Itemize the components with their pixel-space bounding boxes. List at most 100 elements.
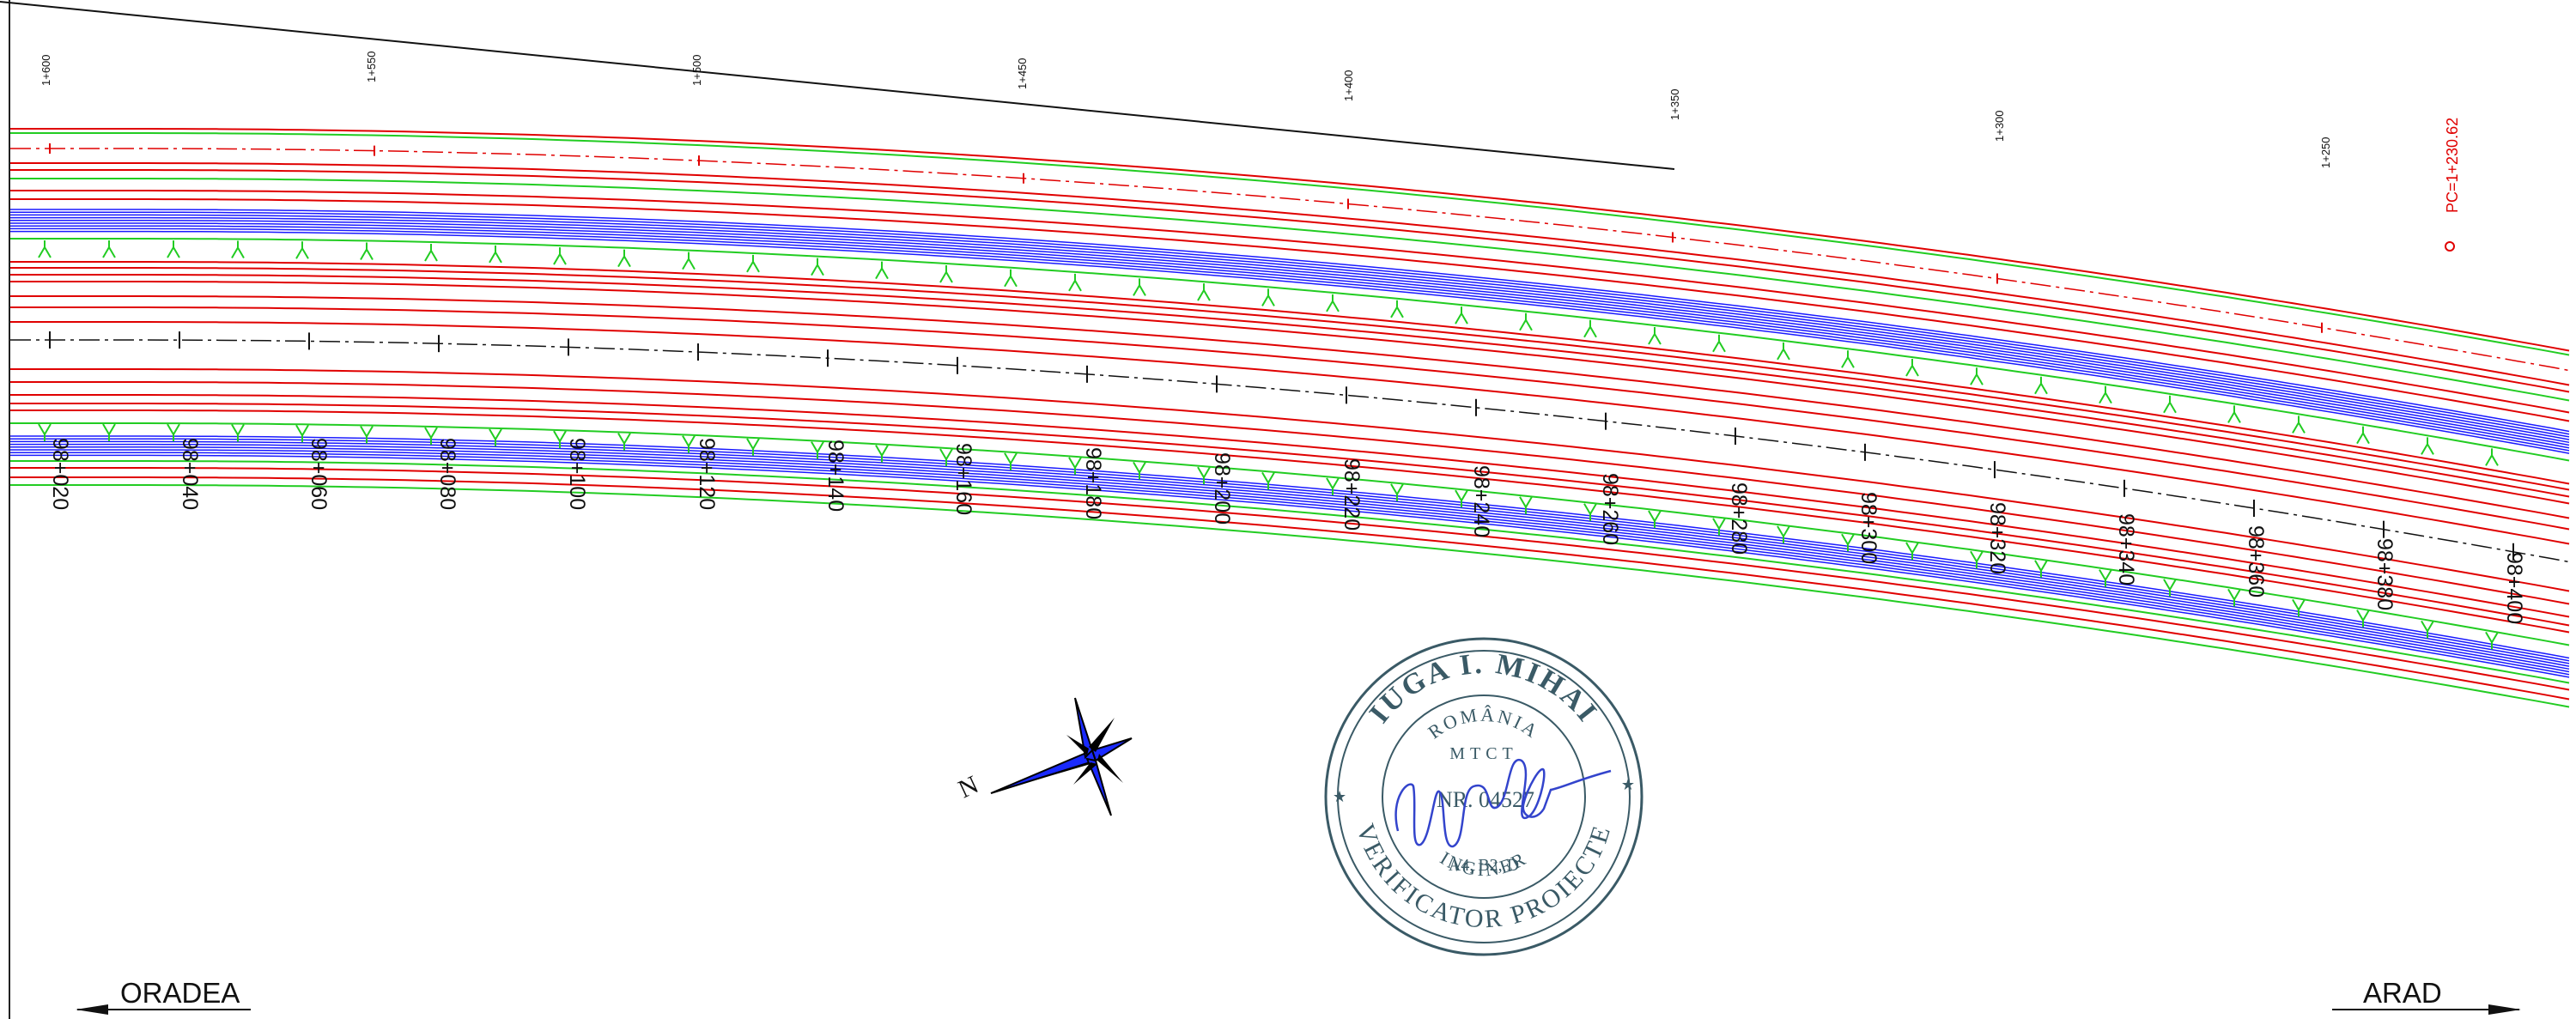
ditch-line	[10, 449, 2570, 673]
pavement-edge-line	[10, 169, 2570, 393]
stamp-star-icon: ★	[1621, 776, 1635, 793]
slope-hachure-icon	[1261, 471, 1275, 490]
station-label-bottom: 98+180	[1081, 447, 1105, 519]
station-label-bottom: 98+200	[1210, 452, 1234, 525]
slope-hachure-icon	[1648, 327, 1662, 345]
station-label-bottom: 98+160	[951, 443, 975, 515]
station-label-bottom: 98+240	[1469, 465, 1493, 537]
slope-hachure-icon	[295, 241, 309, 259]
slope-hachure-icon	[2034, 376, 2048, 395]
stamp-outer-ring	[1324, 637, 1643, 956]
slope-hachure-icon	[1455, 489, 1468, 508]
slope-hachure-icon	[2227, 405, 2241, 423]
pavement-edge-line	[10, 394, 2570, 618]
station-label-bottom: 98+060	[307, 438, 331, 510]
direction-left: ORADEA	[76, 977, 251, 1015]
slope-hachure-icon	[2227, 588, 2241, 607]
direction-right-label: ARAD	[2363, 977, 2442, 1009]
station-label-bottom: 98+080	[435, 438, 459, 510]
slope-hachure-icon	[682, 435, 696, 453]
pavement-edge-line	[10, 381, 2570, 605]
slope-hachure-icon	[2099, 569, 2112, 587]
slope-hachure-icon	[1068, 273, 1082, 292]
station-label-bottom: 98+340	[2114, 513, 2138, 585]
slope-hachure-icon	[939, 265, 953, 283]
direction-left-label: ORADEA	[120, 977, 240, 1009]
slope-hachure-icon	[360, 425, 374, 444]
ditch-line	[10, 440, 2570, 664]
north-arrow-shade-icon	[991, 761, 1096, 793]
slope-hachure-icon	[617, 433, 631, 451]
stamp-country: ROMÂNIA	[1424, 704, 1543, 743]
station-label-bottom: 98+400	[2502, 552, 2526, 624]
slope-hachure-icon	[231, 240, 245, 259]
slope-hachure-icon	[746, 254, 760, 273]
ditch-line	[10, 454, 2570, 678]
slope-hachure-icon	[2485, 448, 2499, 466]
slope-lines	[10, 132, 2570, 708]
pavement-edge-line	[10, 403, 2570, 627]
slope-hachure-icon	[1712, 334, 1726, 353]
pc-marker	[2445, 241, 2455, 252]
arrow-right-head-icon	[2488, 1004, 2521, 1015]
pavement-edge-line	[10, 261, 2570, 485]
slope-hachure-icon	[1519, 312, 1533, 331]
slope-hachure-icon	[1197, 466, 1211, 485]
slope-hachure-icon	[1905, 359, 1919, 377]
engineer-stamp: IUGA I. MIHAI VERIFICATOR PROIECTE ROMÂN…	[1324, 637, 1643, 956]
slope-hachure-icon	[617, 249, 631, 268]
pavement-edge-line	[10, 162, 2570, 386]
station-label-top: 1+550	[365, 51, 378, 82]
direction-right: ARAD	[2332, 977, 2521, 1015]
pavement-edge-line	[10, 306, 2570, 531]
slope-hachure-icon	[1841, 350, 1855, 368]
stamp-ministry: MTCT	[1449, 744, 1518, 763]
slope-line	[10, 422, 2570, 646]
station-label-bottom: 98+140	[823, 440, 848, 512]
stamp-center-ring	[1382, 694, 1586, 899]
ditch-line	[10, 211, 2570, 435]
station-label-top: 1+450	[1016, 58, 1029, 89]
north-arrow-icon	[990, 749, 1097, 794]
slope-hachure-icon	[1841, 533, 1855, 552]
station-label-top: 1+300	[1993, 110, 2006, 142]
slope-hachure-icon	[1261, 288, 1275, 306]
road-axis-lines	[10, 339, 2570, 563]
ditch-line	[10, 446, 2570, 670]
station-label-bottom: 98+320	[1985, 502, 2009, 574]
slope-hachure-icon	[489, 245, 502, 264]
slope-hachure-icon	[1133, 278, 1146, 296]
station-label-top: 1+250	[2319, 136, 2332, 168]
pavement-edge-line	[10, 409, 2570, 634]
pavement-edge-line	[10, 368, 2570, 592]
slope-hachure-icon	[1970, 550, 1984, 569]
slope-hachure-icon	[167, 240, 180, 258]
north-label: N	[954, 770, 983, 804]
road-axis-line	[10, 339, 2570, 563]
slope-line	[10, 238, 2570, 462]
slope-hachure-icon	[2421, 620, 2434, 639]
compass-point-icon	[1066, 735, 1089, 755]
slope-hachure-icon	[1004, 269, 1018, 288]
slope-hachure-icon	[939, 448, 953, 467]
station-label-bottom: 98+040	[178, 438, 202, 510]
ditch-line	[10, 216, 2570, 440]
station-ticks	[49, 143, 2514, 561]
ditch-line	[10, 230, 2570, 454]
pc-label: PC=1+230.62	[2444, 118, 2461, 213]
ditch-line	[10, 220, 2570, 444]
pavement-edge-line	[10, 476, 2570, 701]
slope-hachure-icon	[1455, 306, 1468, 325]
slope-hachure-icon	[102, 240, 116, 258]
slope-hachure-icon	[1648, 510, 1662, 529]
slope-hachure-icon	[1777, 342, 1790, 361]
station-label-top: 1+600	[39, 54, 52, 86]
pavement-edge-line	[10, 321, 2570, 545]
compass-point-icon	[1073, 762, 1097, 785]
ditch-line	[10, 443, 2570, 667]
slope-hachure-icon	[2421, 437, 2434, 455]
stamp-inner-ring	[1337, 650, 1631, 943]
pavement-edge-line	[10, 274, 2570, 498]
station-label-bottom: 98+260	[1598, 473, 1622, 545]
slope-hachure-icon	[1583, 503, 1597, 521]
